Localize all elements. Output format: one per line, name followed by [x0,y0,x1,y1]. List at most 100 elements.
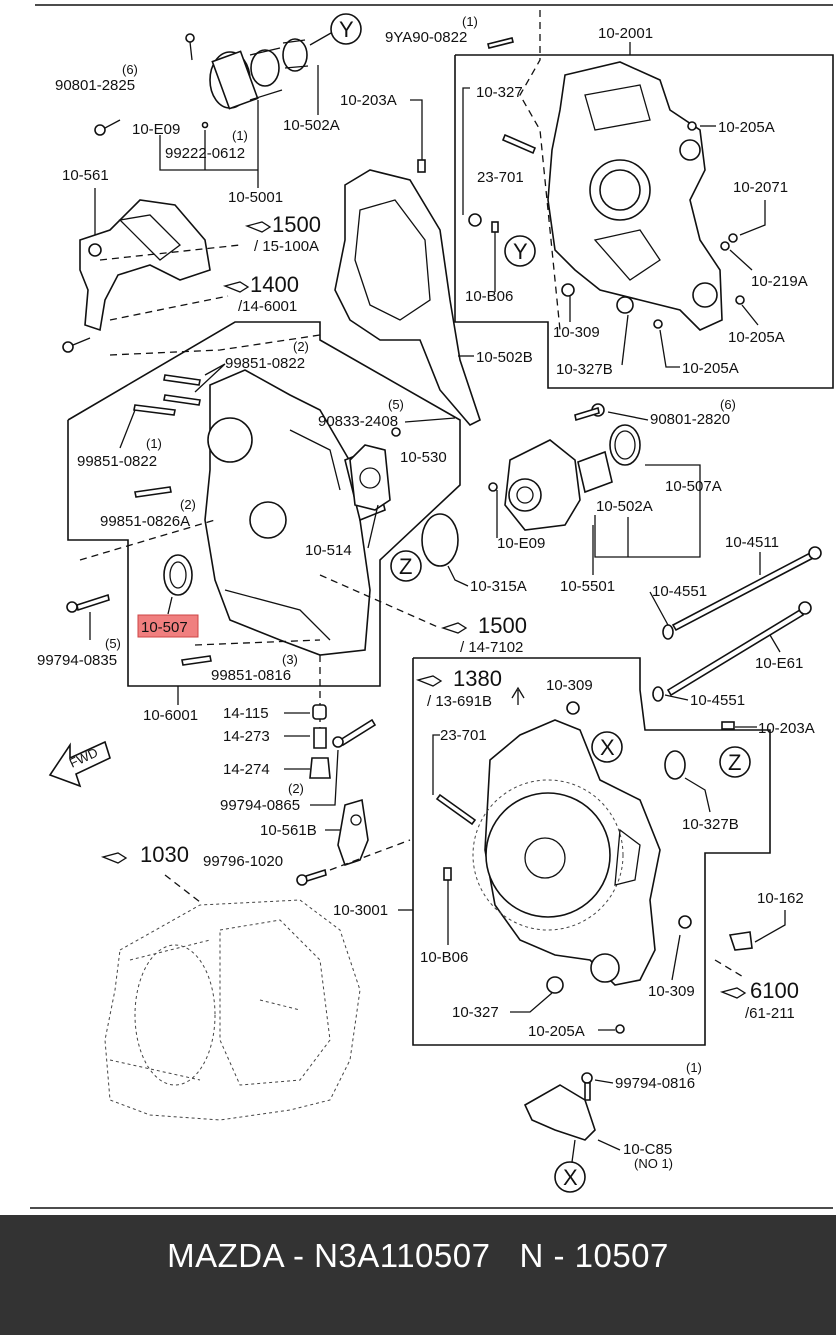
label-qty: (6) [122,62,138,77]
parts-exploded-diagram: Y (6) 90801-2825 10-E09 (1) 99222-0612 1… [30,4,834,1209]
caption-text: MAZDA - N3A110507 N - 10507 [167,1237,669,1274]
part-label: 99794-0865 [220,797,300,814]
ref-label: 1380 [453,666,502,691]
ref-label: 1500 [272,212,321,237]
part-label: 10-162 [757,890,804,907]
label-qty: (2) [293,339,309,354]
part-label-highlighted: 10-507 [141,619,188,636]
part-label: 10-561B [260,822,317,839]
part-label: 10-3001 [333,902,388,919]
part-label: 99794-0835 [37,652,117,669]
ref-label-sub: /61-211 [745,1005,795,1022]
highlight-box [137,614,199,638]
fwd-arrow-icon: FWD [48,740,111,788]
part-note: (NO 1) [634,1156,673,1171]
part-label: 10-E09 [132,121,180,138]
callout-z-mid: Z [399,554,412,579]
label-qty: (3) [282,652,298,667]
callout-x-circle-bottom [554,1161,586,1193]
cover-plate-10-530 [349,444,391,511]
part-label: 99851-0826A [100,513,190,530]
sensor-10-162 [728,931,753,951]
front-cover-frame [67,321,461,687]
part-label: 10-327 [476,84,523,101]
part-label: 10-530 [400,449,447,466]
ref-arrow-icon [244,221,272,233]
part-label: 90801-2825 [55,77,135,94]
engine-block-ghost [104,899,361,1121]
ref-label: 1500 [478,613,527,638]
part-label: 10-309 [648,983,695,1000]
part-label: 10-5001 [228,189,283,206]
part-label: 99851-0822 [225,355,305,372]
bracket-10-561B [337,798,369,867]
ref-label-sub: / 14-7102 [460,639,523,656]
part-label: 10-203A [340,92,397,109]
callout-y-circle-top [330,13,362,45]
bushing-10-502A [577,450,613,494]
counterweight-10-5501 [504,439,581,531]
ref-label: 1400 [250,272,299,297]
callout-x-mid: X [600,735,615,760]
callout-z-circle-mid [390,550,422,582]
part-label: 10-315A [470,578,527,595]
ref-label-sub: / 13-691B [427,693,492,710]
label-qty: (5) [105,636,121,651]
label-qty: (1) [462,14,478,29]
part-label: 10-4551 [652,583,707,600]
front-housing [547,61,723,331]
label-qty: (1) [146,436,162,451]
callout-y-circle-right [504,235,536,267]
ref-label-sub: /14-6001 [238,298,297,315]
part-label: 10-327 [452,1004,499,1021]
label-qty: (6) [720,397,736,412]
part-label: 10-327B [682,816,739,833]
part-label: 10-502A [596,498,653,515]
ref-label: 1030 [140,842,189,867]
part-label: 14-115 [223,705,269,722]
ref-arrow-icon [415,675,443,687]
label-qty: (1) [232,128,248,143]
tension-bolt [666,608,805,697]
part-label: 10-327B [556,361,613,378]
label-qty: (5) [388,397,404,412]
intermediate-housing-frame [412,657,771,1046]
part-label: 10-561 [62,167,109,184]
part-label: 10-B06 [420,949,468,966]
cover-10-C85 [523,1084,596,1141]
part-label: 10-514 [305,542,352,559]
label-qty: (1) [686,1060,702,1075]
ref-arrow-icon [100,852,128,864]
ref-label: 6100 [750,978,799,1003]
part-label: 10-E09 [497,535,545,552]
dowel-pin [487,37,514,49]
part-label: 10-203A [758,720,815,737]
part-label: 10-205A [528,1023,585,1040]
part-label: 10-502A [283,117,340,134]
part-label: 90801-2820 [650,411,730,428]
callout-z-circle-right [719,746,751,778]
front-stationary-gear-assembly [94,33,309,136]
ref-label-sub: / 15-100A [254,238,319,255]
part-label: 10-C85 [623,1141,672,1158]
ref-arrow-icon [222,281,250,293]
part-label: 23-701 [440,727,487,744]
part-label: 10-6001 [143,707,198,724]
bracket-10-561 [79,199,211,332]
part-label: 10-309 [546,677,593,694]
front-housing-frame [454,54,834,389]
part-label: 99851-0822 [77,453,157,470]
part-label: 10-309 [553,324,600,341]
part-label: 10-2071 [733,179,788,196]
label-qty: (2) [288,781,304,796]
part-label: 10-E61 [755,655,803,672]
part-label: 10-B06 [465,288,513,305]
part-label: 10-2001 [598,25,653,42]
ref-arrow-icon [719,987,747,999]
part-label: 10-219A [751,273,808,290]
caption-bar: MAZDA - N3A110507 N - 10507 [0,1215,836,1335]
part-label: 9YA90-0822 [385,29,467,46]
part-label: 99851-0816 [211,667,291,684]
part-label: 10-507A [665,478,722,495]
label-qty: (2) [180,497,196,512]
